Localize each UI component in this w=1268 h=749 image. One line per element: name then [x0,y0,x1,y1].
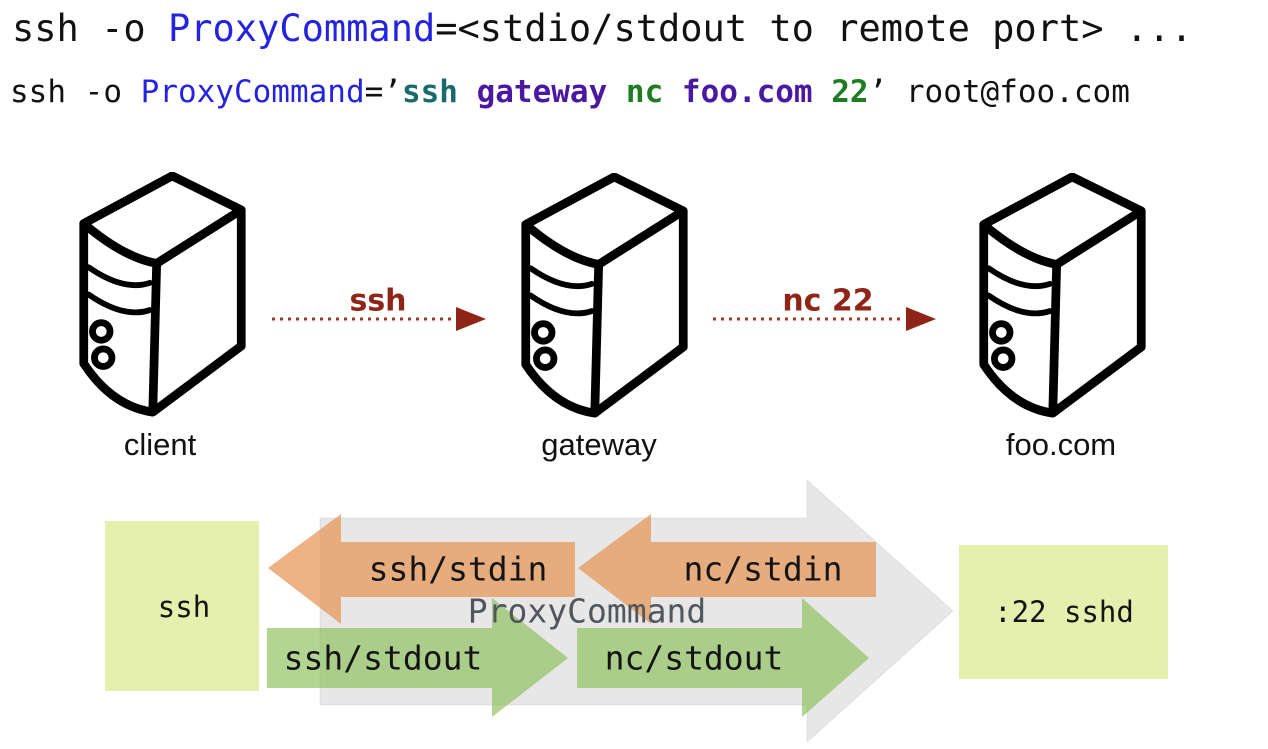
example-command: ssh -o ProxyCommand=’ssh gateway nc foo.… [10,74,1130,110]
server-label-gateway: gateway [541,427,657,462]
connection-label-ssh: ssh [349,283,407,319]
cmd-part: =’ [364,74,402,110]
title-command: ssh -o ProxyCommand=<stdio/stdout to rem… [12,8,1193,50]
server-process-label: :22 sshd [994,595,1134,629]
arrowhead-nc22 [906,307,936,331]
stream-label-ssh-stdout: ssh/stdout [283,638,483,678]
connection-label-nc22: nc 22 [782,283,874,319]
server-icon-client [79,172,246,417]
title-part: =<stdio/stdout to remote port> ... [435,7,1193,50]
nc-stdin-arrow [578,514,876,624]
cmd-part-gateway: gateway [476,74,626,110]
proxycommand-label: ProxyCommand [467,591,707,631]
client-process-label: ssh [157,590,211,624]
cmd-part-foocom: foo.com [681,74,832,110]
ssh-stdin-arrow [268,514,575,624]
server-icon-gateway [521,173,688,418]
ssh-stdout-arrow [267,598,568,717]
client-process-box [105,521,259,691]
server-label-foocom: foo.com [1005,427,1117,462]
cmd-part-ssh: ssh [401,74,477,110]
arrowhead-ssh [456,307,486,331]
cmd-part: ssh -o [10,74,141,110]
server-icon-foocom [979,173,1146,418]
server-process-box [959,545,1168,679]
stream-label-ssh-stdin: ssh/stdin [368,549,548,589]
server-label-client: client [123,427,197,462]
title-part: ssh -o [12,7,168,50]
cmd-part-nc: nc [625,74,682,110]
stream-label-nc-stdout: nc/stdout [604,638,784,678]
title-part-proxycommand: ProxyCommand [167,7,436,50]
stream-label-nc-stdin: nc/stdin [683,549,843,589]
cmd-part-proxycommand: ProxyCommand [140,74,365,110]
cmd-part-port: 22 [831,74,869,110]
cmd-part: ’ root@foo.com [868,74,1130,110]
nc-stdout-arrow [577,598,869,717]
